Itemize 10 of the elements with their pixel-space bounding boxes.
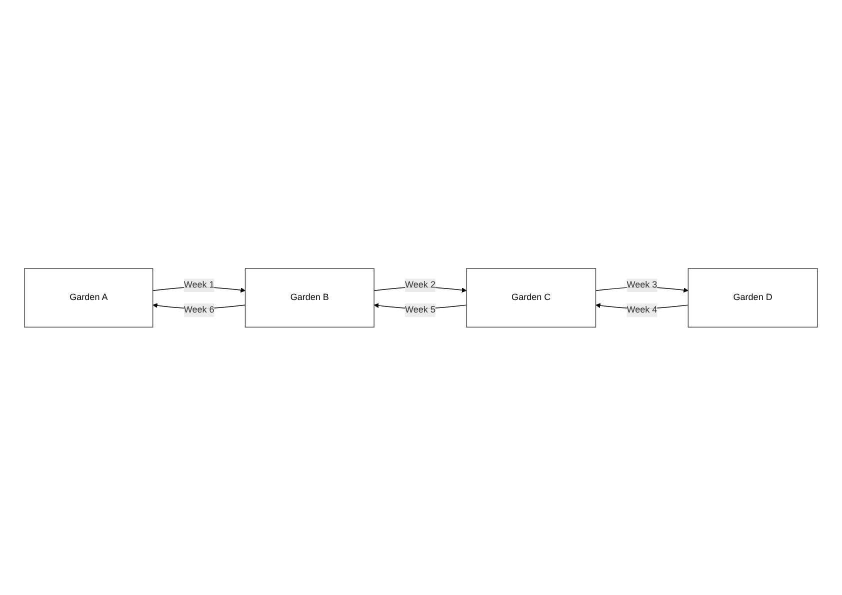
edge-label: Week 5 bbox=[405, 304, 436, 314]
edge-label: Week 4 bbox=[626, 304, 658, 314]
edge-label: Week 3 bbox=[626, 280, 658, 290]
node-box: Garden C bbox=[466, 268, 596, 328]
edge-label: Week 1 bbox=[184, 280, 214, 290]
edge-label: Week 2 bbox=[405, 280, 436, 290]
edge-label: Week 6 bbox=[184, 304, 214, 314]
node-box: Garden A bbox=[24, 268, 154, 328]
node-box: Garden B bbox=[244, 268, 374, 328]
node-box: Garden D bbox=[688, 268, 818, 328]
